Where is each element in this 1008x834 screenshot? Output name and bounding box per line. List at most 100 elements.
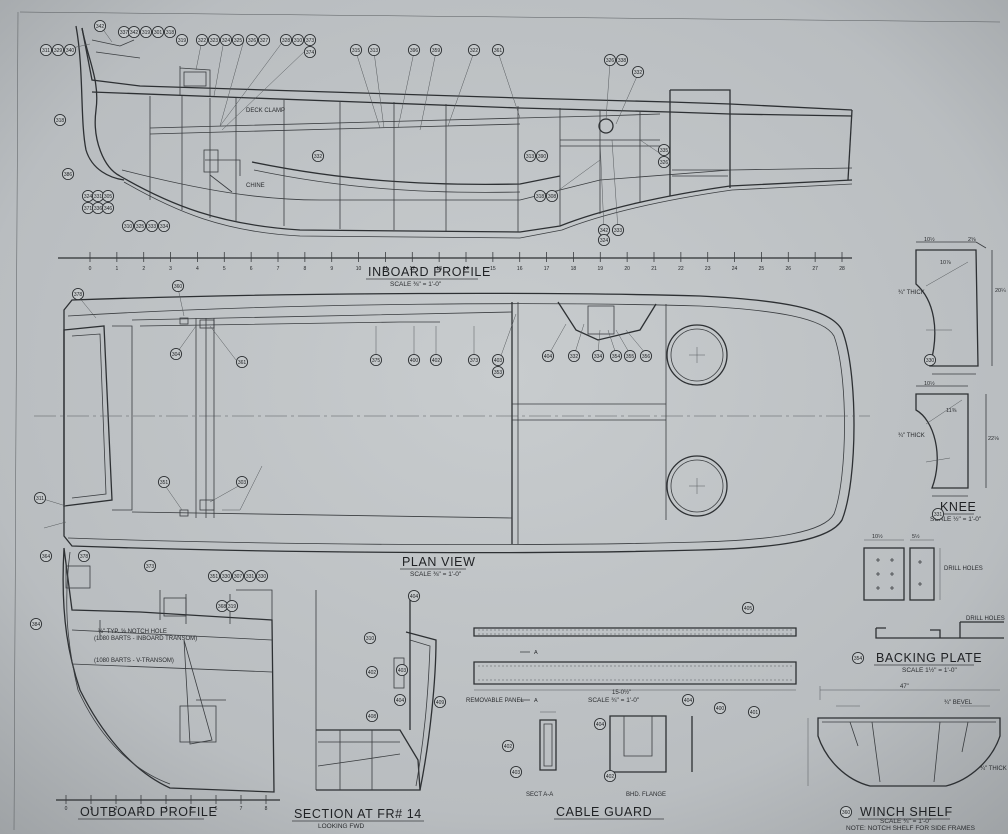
svg-text:10½: 10½ bbox=[924, 380, 935, 387]
callout-circle bbox=[151, 25, 165, 39]
callout-number: 310 bbox=[366, 636, 375, 642]
callout-circle bbox=[207, 33, 221, 47]
callout-number: 338 bbox=[618, 58, 627, 64]
outboard-tick-label: 4 bbox=[165, 806, 168, 812]
outboard-tick-label: 7 bbox=[240, 806, 243, 812]
callout-number: 318 bbox=[56, 118, 65, 124]
sheet-border bbox=[13, 11, 1001, 831]
callout-plan: 351 bbox=[157, 475, 171, 489]
frame-tick-label: 3 bbox=[169, 266, 172, 272]
callout-circle bbox=[225, 599, 239, 613]
frame-tick-label: 1 bbox=[115, 266, 118, 272]
frame-tick-label: 24 bbox=[732, 266, 738, 272]
callout-inboard: 310 bbox=[121, 219, 135, 233]
callout-number: 346 bbox=[104, 206, 113, 212]
callout-plan: 373 bbox=[467, 353, 481, 367]
callout-inboard: 390 bbox=[535, 149, 549, 163]
callout-circle bbox=[235, 475, 249, 489]
frame-tick-label: 27 bbox=[812, 266, 818, 272]
callout-circle bbox=[713, 701, 727, 715]
callout-circle bbox=[363, 631, 377, 645]
callout-number: 355 bbox=[626, 354, 635, 360]
frame-tick-label: 17 bbox=[544, 266, 550, 272]
callout-number: 330 bbox=[926, 358, 935, 364]
frame-tick-label: 7 bbox=[277, 266, 280, 272]
callout-number: 409 bbox=[436, 700, 445, 706]
callout-number: 384 bbox=[32, 622, 41, 628]
callout-circle bbox=[597, 233, 611, 247]
callout-number: 361 bbox=[238, 360, 247, 366]
callout-parts: 331 bbox=[931, 507, 945, 521]
callout-circle bbox=[63, 43, 77, 57]
callout-inboard: 396 bbox=[407, 43, 421, 57]
callout-circle bbox=[311, 149, 325, 163]
callout-number: 360 bbox=[174, 284, 183, 290]
callout-number: 351 bbox=[160, 480, 169, 486]
frame-tick-label: 19 bbox=[598, 266, 604, 272]
callout-plan: 303 bbox=[235, 475, 249, 489]
callout-inboard: 346 bbox=[101, 201, 115, 215]
callout-inboard: 331 bbox=[91, 189, 105, 203]
backing-drill-holes-2: DRILL HOLES bbox=[966, 616, 1005, 622]
callout-number: 336 bbox=[94, 206, 103, 212]
callout-plan: 353 bbox=[491, 365, 505, 379]
svg-text:22⅛: 22⅛ bbox=[988, 436, 999, 442]
callout-plan: 304 bbox=[169, 347, 183, 361]
outboard-tick-label: 1 bbox=[90, 806, 93, 812]
callout-circle bbox=[433, 695, 447, 709]
callout-number: 330 bbox=[222, 574, 231, 580]
callout-parts: 330 bbox=[923, 353, 937, 367]
callout-number: 308 bbox=[548, 194, 557, 200]
callout-circle bbox=[163, 25, 177, 39]
callout-circle bbox=[593, 717, 607, 731]
callout-number: 329 bbox=[54, 48, 63, 54]
callout-inboard: 332 bbox=[311, 149, 325, 163]
callout-number: 326 bbox=[660, 160, 669, 166]
callout-inboard: 337 bbox=[117, 25, 131, 39]
callout-inboard: 322 bbox=[195, 33, 209, 47]
callout-number: 332 bbox=[634, 70, 643, 76]
callout-section: 404 bbox=[393, 693, 407, 707]
callout-number: 402 bbox=[368, 670, 377, 676]
knee-scale: SCALE ½" = 1'-0" bbox=[930, 515, 982, 523]
callout-circle bbox=[467, 43, 481, 57]
callout-circle bbox=[467, 353, 481, 367]
inboard-profile-scale: SCALE ⅜" = 1'-0" bbox=[390, 281, 442, 288]
callout-number: 331 bbox=[934, 512, 943, 518]
callout-number: 323 bbox=[210, 38, 219, 44]
callout-inboard: 310 bbox=[291, 33, 305, 47]
frame-tick-label: 4 bbox=[196, 266, 199, 272]
callout-circle bbox=[923, 353, 937, 367]
outboard-tick-label: 5 bbox=[190, 806, 193, 812]
callout-circle bbox=[603, 769, 617, 783]
callout-inboard: 323 bbox=[207, 33, 221, 47]
cable-dim: 15-0½" bbox=[612, 689, 631, 696]
svg-text:5½: 5½ bbox=[912, 533, 920, 540]
callout-section: 408 bbox=[365, 709, 379, 723]
callout-number: 403 bbox=[494, 358, 503, 364]
callout-cable: 405 bbox=[741, 601, 755, 615]
callout-number: 342 bbox=[600, 228, 609, 234]
callout-circle bbox=[101, 201, 115, 215]
chine-note: CHINE bbox=[246, 183, 265, 189]
callout-number: 325 bbox=[234, 38, 243, 44]
callout-section: 403 bbox=[395, 663, 409, 677]
callout-circle bbox=[121, 219, 135, 233]
outboard-tick-label: 8 bbox=[265, 806, 268, 812]
callout-circle bbox=[51, 43, 65, 57]
svg-text:10½: 10½ bbox=[872, 533, 883, 540]
frame-tick-label: 20 bbox=[624, 266, 630, 272]
callout-circle bbox=[501, 739, 515, 753]
callout-inboard: 338 bbox=[615, 53, 629, 67]
callout-circle bbox=[257, 33, 271, 47]
frame-tick-label: 9 bbox=[330, 266, 333, 272]
knee-title: KNEE bbox=[940, 500, 976, 514]
callout-number: 313 bbox=[370, 48, 379, 54]
callout-inboard: 334 bbox=[157, 219, 171, 233]
callout-cable: 404 bbox=[593, 717, 607, 731]
callout-inboard: 327 bbox=[257, 33, 271, 47]
plan-view-title: PLAN VIEW bbox=[402, 555, 475, 569]
callout-inboard: 324 bbox=[597, 233, 611, 247]
callout-circle bbox=[33, 491, 47, 505]
frame-tick-label: 2 bbox=[142, 266, 145, 272]
